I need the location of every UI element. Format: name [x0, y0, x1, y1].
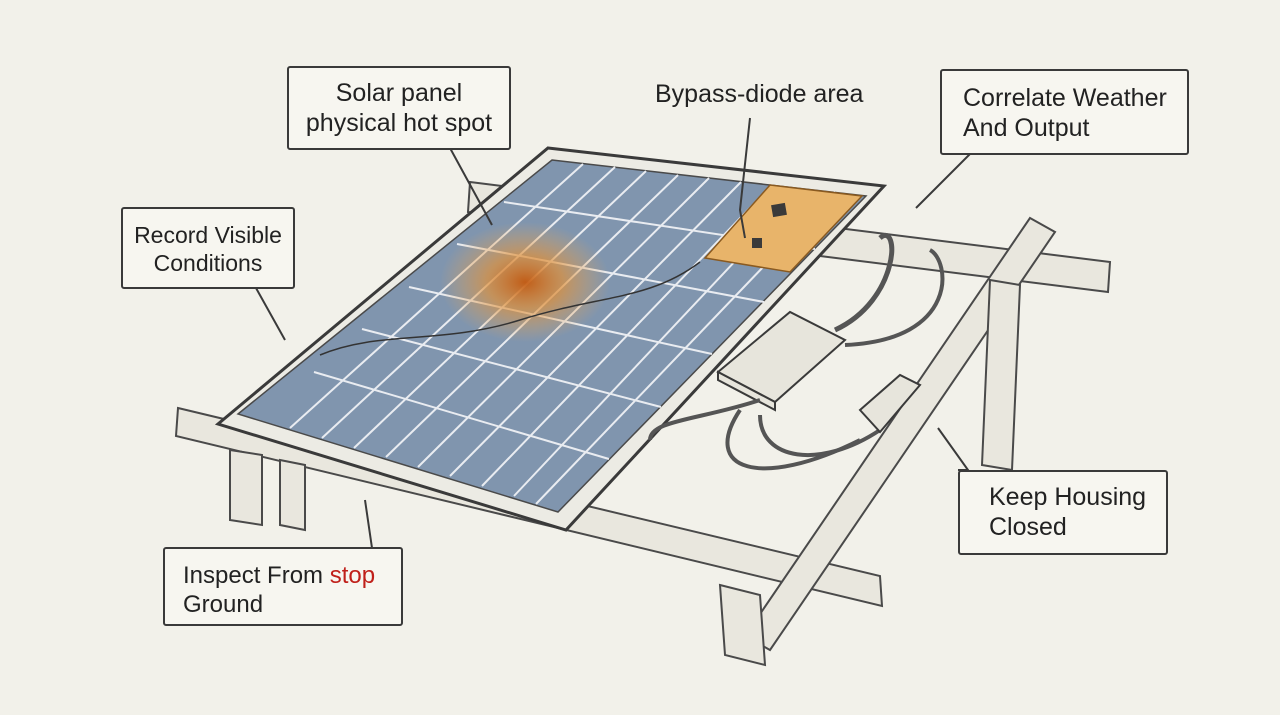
weather-label-line1: Correlate Weather: [963, 84, 1167, 112]
inline-connector: [858, 373, 922, 434]
record-callout: Record Visible Conditions: [121, 207, 295, 289]
housing-callout: Keep Housing Closed: [958, 470, 1168, 555]
hot-spot-label-line2: physical hot spot: [305, 109, 493, 137]
bypass-diode-area: [703, 184, 864, 273]
hot-spot-label-line1: Solar panel: [335, 79, 463, 107]
front-leg: [718, 583, 767, 667]
diode-component-2: [752, 238, 762, 248]
left-leg-2: [279, 458, 306, 532]
weather-label-line2: And Output: [963, 114, 1090, 142]
record-label-line1: Record Visible: [134, 222, 282, 248]
inspect-label-line1: Inspect From stop: [183, 561, 401, 590]
left-leg: [229, 448, 263, 527]
housing-label-line1: Keep Housing: [989, 483, 1147, 511]
inspect-callout: Inspect From stop Ground: [163, 547, 403, 626]
hot-spot-area: [440, 222, 610, 342]
hot-spot-callout: Solar panel physical hot spot: [287, 66, 511, 150]
junction-box: [648, 233, 945, 471]
inspect-label-text: Inspect From: [183, 562, 324, 589]
record-label-line2: Conditions: [153, 250, 263, 276]
bypass-diode-label: Bypass-diode area: [655, 80, 864, 108]
diode-component: [771, 202, 787, 218]
inspect-label-line2: Ground: [183, 591, 264, 618]
panel-wire: [319, 261, 701, 356]
diagonal-beam: [743, 216, 1057, 652]
housing-label-line2: Closed: [989, 513, 1067, 541]
solar-panel: [214, 146, 888, 532]
weather-callout: Correlate Weather And Output: [940, 69, 1189, 155]
inspect-label-highlight: stop: [329, 562, 376, 589]
